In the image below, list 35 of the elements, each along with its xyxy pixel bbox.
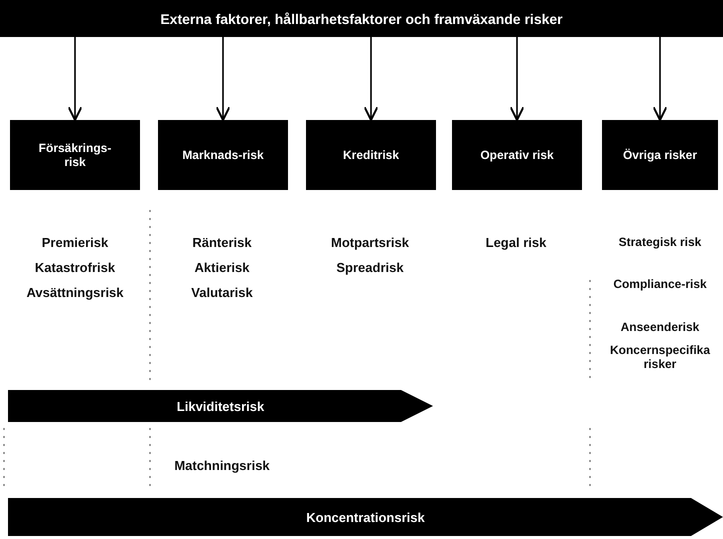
arrow — [216, 37, 230, 122]
risk-label: Premierisk — [40, 235, 110, 250]
arrow-band — [8, 498, 723, 536]
category-title: Kreditrisk — [342, 148, 400, 162]
risk-label: Katastrofrisk — [34, 260, 116, 275]
category-title: Operativ risk — [480, 148, 554, 162]
arrow-band — [8, 390, 433, 422]
category-box — [306, 120, 436, 190]
category-title: Marknads-risk — [182, 148, 264, 162]
arrow — [510, 37, 524, 122]
category-box — [602, 120, 718, 190]
risk-label: Koncernspecifika risker — [608, 343, 712, 371]
band-label: Koncentrationsrisk — [306, 510, 425, 524]
risk-label: Compliance-risk — [612, 277, 708, 291]
risk-label: Anseenderisk — [620, 320, 700, 334]
risk-label: Motpartsrisk — [330, 235, 410, 250]
risk-label: Matchningsrisk — [173, 458, 271, 473]
category-box — [158, 120, 288, 190]
arrow — [652, 37, 668, 122]
header-banner — [0, 0, 723, 37]
category-title: Försäkrings-risk — [38, 141, 112, 169]
risk-label: Spreadrisk — [335, 260, 405, 275]
risk-label: Avsättningsrisk — [25, 285, 125, 300]
risk-label: Ränterisk — [191, 235, 253, 250]
category-box — [10, 120, 140, 190]
risk-label: Strategisk risk — [618, 235, 702, 249]
banner-title: Externa faktorer, hållbarhetsfaktorer och framväxande risker — [160, 10, 563, 26]
arrow — [68, 37, 82, 122]
risk-label: Legal risk — [484, 235, 548, 250]
category-title: Övriga risker — [622, 148, 698, 162]
band-label: Likviditetsrisk — [176, 398, 264, 414]
risk-label: Valutarisk — [190, 285, 254, 300]
arrow — [364, 37, 378, 122]
risk-label: Aktierisk — [194, 260, 250, 275]
category-box — [452, 120, 582, 190]
